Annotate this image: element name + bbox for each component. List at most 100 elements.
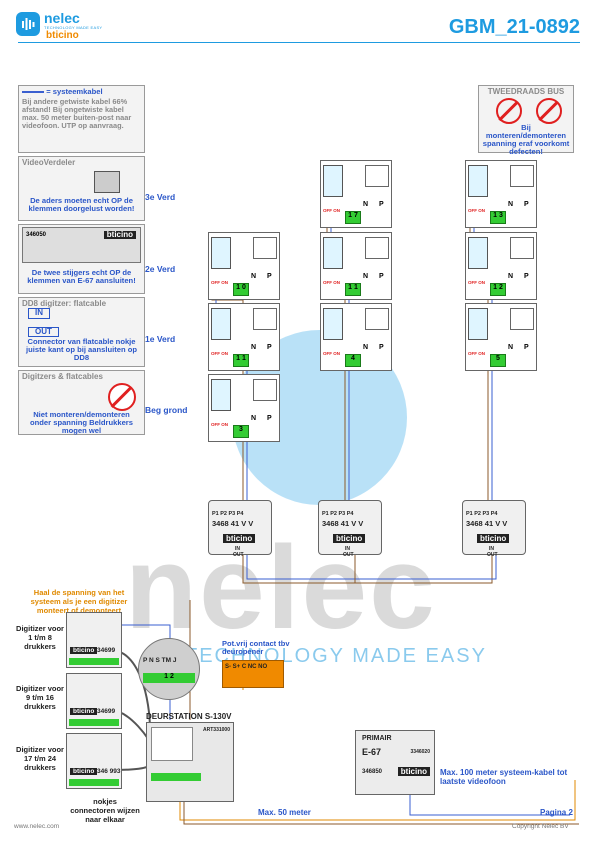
floor-label-2: 2e Verd: [145, 264, 176, 274]
distributor-ports: P1 P2 P3 P4: [322, 511, 354, 517]
dd8-note: Connector van flatcable nokje juiste kan…: [26, 337, 137, 363]
monitor-off-on: OFF ON: [323, 208, 340, 213]
distributor-vv: V V: [351, 519, 364, 528]
apartment-number: 4: [345, 354, 361, 367]
monitor-off-on: OFF ON: [211, 422, 228, 427]
digitizer-3: bticino 346 993: [66, 733, 122, 789]
e67-part2: 3346020: [410, 749, 430, 755]
header-divider: [18, 42, 580, 43]
distributor-out: OUT: [233, 552, 244, 558]
cable-legend-label: = systeemkabel: [46, 87, 103, 96]
door-station-part: ART331000: [203, 727, 230, 733]
videoverdeler-title: VideoVerdeler: [22, 158, 76, 167]
footer-copyright: Copyright Nelec BV: [512, 823, 569, 830]
e67-part: 346050: [26, 232, 47, 238]
no-voltage-icon: [536, 98, 562, 125]
e67-part: 346850: [362, 769, 383, 775]
cable-legend-box: = systeemkabel Bij andere getwiste kabel…: [18, 85, 145, 153]
apartment-number: 1 3: [490, 211, 506, 224]
monitor-off-on: OFF ON: [468, 208, 485, 213]
monitor-off-on: OFF ON: [211, 280, 228, 285]
power-warning: Haal de spanning van het systeem als je …: [30, 588, 128, 615]
monitor-off-on: OFF ON: [468, 280, 485, 285]
monitor-off-on: OFF ON: [211, 351, 228, 356]
no-power-icon: [108, 383, 136, 411]
monitor-p: P: [524, 344, 529, 351]
monitor-p: P: [267, 273, 272, 280]
page-label: Pagina 2: [540, 808, 573, 817]
contact-terminal-block: S- S+ C NC NO: [222, 660, 284, 688]
dd8-box: DD8 digitzer: flatcable IN OUT Connector…: [18, 297, 145, 367]
cable-legend-note: Bij andere getwiste kabel 66% afstand! B…: [22, 97, 132, 130]
stijgers-note: De twee stijgers echt OP de klemmen van …: [27, 268, 136, 285]
monitor-n: N: [363, 344, 369, 351]
monitor-off-on: OFF ON: [468, 351, 485, 356]
e67-note-box: 346050 bticino De twee stijgers echt OP …: [18, 224, 145, 294]
video-distributor-3: P1 P2 P3 P4 3468 41 V V bticino IN OUT: [462, 500, 526, 558]
monitor-p: P: [267, 344, 272, 351]
footer-website: www.nelec.com: [14, 823, 60, 830]
digitizer-model: 346 993: [97, 768, 121, 775]
e67-primair: PRIMAIR: [362, 735, 392, 742]
e67-brand-label: bticino: [397, 767, 430, 776]
video-distributor-2: P1 P2 P3 P4 3468 41 V V bticino IN OUT: [318, 500, 382, 558]
apartment-number: 1 2: [490, 283, 506, 296]
distributor-out: OUT: [487, 552, 498, 558]
monitor-p: P: [379, 273, 384, 280]
e67-power-supply: PRIMAIR E-67 3346020 346850 bticino: [355, 730, 435, 795]
digitizer-label-2: Digitizer voor 9 t/m 16 drukkers: [16, 684, 64, 711]
digitizers-box: Digitzers & flatcables Niet monteren/dem…: [18, 370, 145, 435]
terminal-zoom: P N S TM J 1 2: [138, 638, 200, 700]
door-station: ART331000: [146, 722, 234, 802]
sub-brand: bticino: [46, 30, 79, 41]
distributor-model: 3468 41: [322, 519, 350, 528]
distributor-brand: bticino: [333, 534, 366, 543]
digitizer-model: 34699: [97, 708, 116, 715]
videoverdeler-note: De aders moeten echt OP de klemmen doorg…: [28, 196, 135, 214]
monitor-n: N: [251, 273, 257, 280]
monitor-off-on: OFF ON: [323, 351, 340, 356]
monitor-p: P: [524, 201, 529, 208]
terminal-block-icon: [94, 171, 120, 193]
apartment-number: 1 1: [345, 283, 361, 296]
digitizer-model: 34699: [97, 647, 116, 654]
videoverdeler-box: VideoVerdeler De aders moeten echt OP de…: [18, 156, 145, 221]
contact-title: Pot.vrij contact tbv deuropener: [222, 639, 290, 657]
distributor-model: 3468 41: [466, 519, 494, 528]
video-distributor-1: P1 P2 P3 P4 3468 41 V V bticino IN OUT: [208, 500, 272, 558]
distributor-vv: V V: [241, 519, 254, 528]
distributor-model: 3468 41: [212, 519, 240, 528]
monitor-n: N: [508, 344, 514, 351]
bus-warning-note: Bij monteren/demonteren spanning eraf vo…: [482, 123, 570, 157]
monitor-p: P: [379, 201, 384, 208]
dd8-in-label: IN: [28, 308, 50, 319]
distributor-ports: P1 P2 P3 P4: [212, 511, 244, 517]
monitor-n: N: [363, 273, 369, 280]
max-50-note: Max. 50 meter: [258, 808, 311, 817]
distributor-vv: V V: [495, 519, 508, 528]
apartment-number: 1 1: [233, 354, 249, 367]
monitor-n: N: [251, 415, 257, 422]
digitizer-label-1: Digitizer voor 1 t/m 8 drukkers: [16, 624, 64, 651]
e67-brand: bticino: [103, 230, 136, 240]
nelec-logo-icon: [16, 12, 40, 36]
digitizer-brand: bticino: [70, 708, 98, 715]
distributor-ports: P1 P2 P3 P4: [466, 511, 498, 517]
apartment-number: 1 7: [345, 211, 361, 224]
digitizer-brand: bticino: [70, 647, 98, 654]
distributor-brand: bticino: [223, 534, 256, 543]
watermark-brand: nelec: [125, 522, 437, 654]
floor-label-ground: Beg grond: [145, 405, 188, 415]
bus-warning-box: TWEEDRAADS BUS Bij monteren/demonteren s…: [478, 85, 574, 157]
floor-label-1: 1e Verd: [145, 334, 176, 344]
doc-code: GBM_21-0892: [448, 16, 580, 38]
cable-swatch: [22, 90, 44, 93]
